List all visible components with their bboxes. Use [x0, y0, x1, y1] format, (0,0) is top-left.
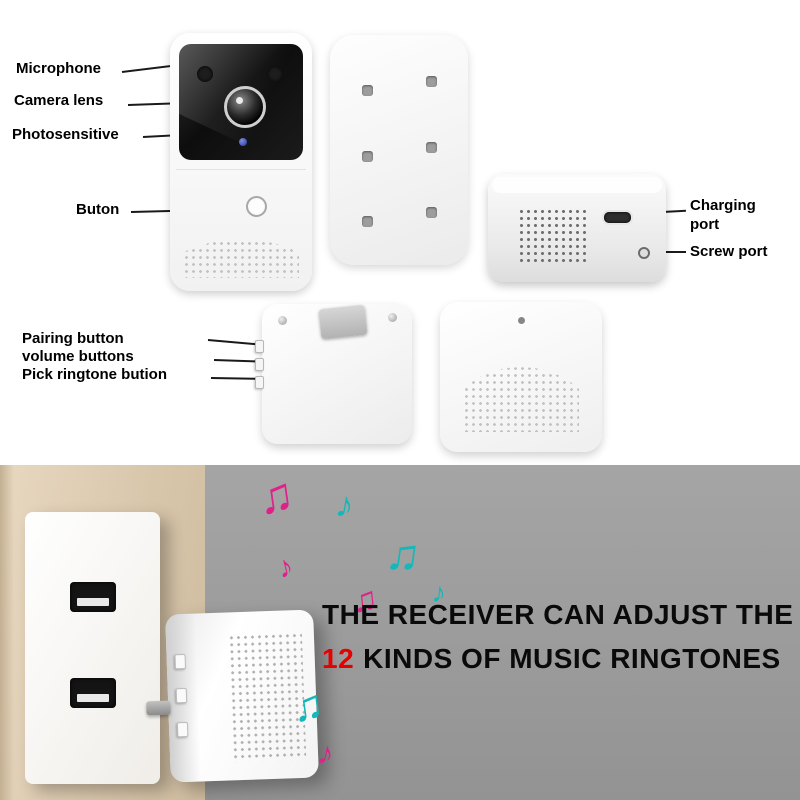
plug-bracket	[318, 304, 368, 340]
device-top-highlight	[492, 177, 662, 193]
usb-port-icon	[70, 582, 116, 612]
screw-port-callout-line	[654, 251, 686, 253]
volume-buttons-label: volume buttons	[22, 348, 134, 365]
ringtone-count: 12	[322, 643, 355, 674]
music-note-icon: ♫	[288, 680, 327, 731]
music-note-icon: ♪	[332, 482, 358, 527]
ir-led-icon	[197, 66, 213, 82]
mounting-hole	[362, 85, 373, 96]
photosensitive-label: Photosensitive	[12, 126, 119, 143]
microphone-label: Microphone	[16, 60, 101, 77]
screw-icon	[388, 313, 397, 322]
screw-port-icon	[638, 247, 650, 259]
music-note-icon: ♫	[382, 525, 424, 583]
button-label: Buton	[76, 201, 120, 218]
usb-tongue	[77, 598, 109, 606]
music-note-icon: ♫	[254, 467, 298, 526]
mounting-backplate-view	[330, 35, 468, 265]
usb-wall-outlet	[25, 512, 160, 784]
lens-glint	[236, 97, 243, 104]
charging-port-label: Charging port	[690, 197, 756, 233]
usb-tongue	[77, 694, 109, 702]
ir-led-icon	[267, 66, 283, 82]
pairing-button	[174, 653, 187, 670]
camera-panel	[179, 44, 303, 160]
music-note-icon: ♪	[314, 733, 338, 773]
receiver-front-view	[440, 302, 602, 452]
charging-port-icon	[604, 212, 631, 223]
camera-lens-label: Camera lens	[14, 92, 104, 109]
mounting-hole	[426, 76, 437, 87]
doorbell-seam	[176, 169, 306, 170]
lifestyle-photo: ♫ ♪ ♪ ♫ ♫ ♪ ♫ ♪ THE RECEIVER CAN ADJUST …	[0, 465, 800, 800]
pairing-button	[255, 340, 264, 353]
headline-line1: THE RECEIVER CAN ADJUST THE	[322, 599, 794, 630]
doorbell-ring-button	[246, 196, 267, 217]
doorbell-front-view	[170, 33, 312, 291]
usb-port-icon	[70, 678, 116, 708]
camera-lens-icon	[224, 86, 266, 128]
plug-prong	[146, 700, 171, 716]
speaker-holes	[518, 208, 586, 264]
device-bottom-view	[488, 174, 666, 282]
doorbell-speaker-grille	[183, 226, 299, 278]
headline-line2: 12 KINDS OF MUSIC RINGTONES	[322, 637, 792, 681]
receiver-speaker-grille	[463, 344, 579, 432]
screw-icon	[278, 316, 287, 325]
music-note-icon: ♪	[274, 549, 297, 586]
volume-button	[255, 358, 264, 371]
photosensitive-sensor-icon	[239, 138, 247, 146]
screw-port-label: Screw port	[690, 243, 768, 260]
wall-corner-shade	[0, 465, 14, 800]
ringtone-button	[255, 376, 264, 389]
ringtone-button-label: Pick ringtone bution	[22, 366, 167, 383]
headline-line2-text: KINDS OF MUSIC RINGTONES	[363, 643, 781, 674]
ringtone-button	[176, 721, 189, 738]
volume-button	[175, 687, 188, 704]
mounting-hole	[426, 207, 437, 218]
mounting-hole	[426, 142, 437, 153]
pairing-button-label: Pairing button	[22, 330, 124, 347]
receiver-back-view	[255, 304, 412, 444]
headline: THE RECEIVER CAN ADJUST THE 12 KINDS OF M…	[322, 593, 794, 681]
indicator-hole	[518, 317, 525, 324]
mounting-hole	[362, 216, 373, 227]
mounting-hole	[362, 151, 373, 162]
